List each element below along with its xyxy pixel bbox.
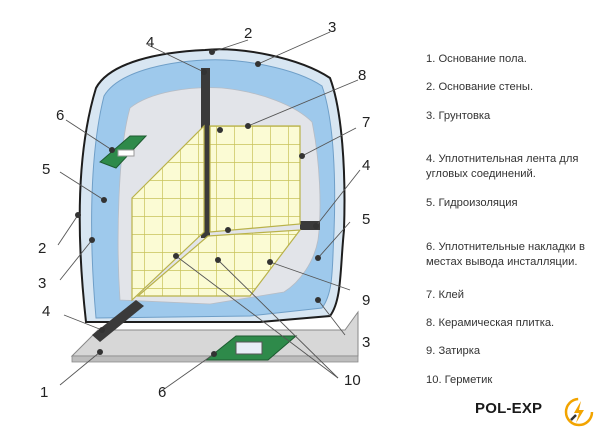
legend-item-9: 9. Затирка — [426, 345, 481, 357]
wrench-lightning-icon — [564, 397, 594, 427]
callout-3-top: 3 — [328, 19, 336, 36]
callout-5-left: 5 — [42, 161, 50, 178]
legend-item-1: 1. Основание пола. — [426, 53, 527, 65]
floor-drain — [235, 341, 263, 355]
callout-10: 10 — [344, 372, 361, 389]
wall-pipe-outlet — [117, 149, 135, 157]
legend-item-7: 7. Клей — [426, 289, 464, 301]
callout-4-left: 4 — [42, 303, 50, 320]
callout-4-right: 4 — [362, 157, 370, 174]
callout-6-bottom: 6 — [158, 384, 166, 401]
legend-item-10: 10. Герметик — [426, 374, 493, 386]
legend: 1. Основание пола. 2. Основание стены. 3… — [426, 0, 600, 435]
callout-9: 9 — [362, 292, 370, 309]
callout-2-top: 2 — [244, 25, 252, 42]
callout-3-left: 3 — [38, 275, 46, 292]
leader-lines — [57, 31, 361, 393]
legend-item-3: 3. Грунтовка — [426, 110, 491, 122]
legend-item-2: 2. Основание стены. — [426, 81, 534, 93]
floor-sealing-tape — [92, 300, 144, 342]
legend-item-5: 5. Гидроизоляция — [426, 197, 518, 209]
brand-logo: POL-EXP — [475, 396, 600, 430]
vertical-sealing-tape — [201, 68, 210, 238]
callout-4-top: 4 — [146, 34, 154, 51]
legend-item-6: 6. Уплотнительные накладки в местах выво… — [426, 241, 585, 268]
callout-1: 1 — [40, 384, 48, 401]
callout-5-right: 5 — [362, 211, 370, 228]
callout-6-top: 6 — [56, 107, 64, 124]
callout-8: 8 — [358, 67, 366, 84]
callout-dots — [75, 49, 321, 357]
callout-2-left: 2 — [38, 240, 46, 257]
callout-3-right: 3 — [362, 334, 370, 351]
right-sealing-tape — [300, 221, 320, 230]
ceramic-tiles — [131, 124, 302, 302]
brand-logo-text: POL-EXP — [475, 400, 543, 417]
legend-item-8: 8. Керамическая плитка. — [426, 317, 555, 329]
legend-item-4: 4. Уплотнительная лента для угловых соед… — [426, 153, 579, 180]
callout-7: 7 — [362, 114, 370, 131]
